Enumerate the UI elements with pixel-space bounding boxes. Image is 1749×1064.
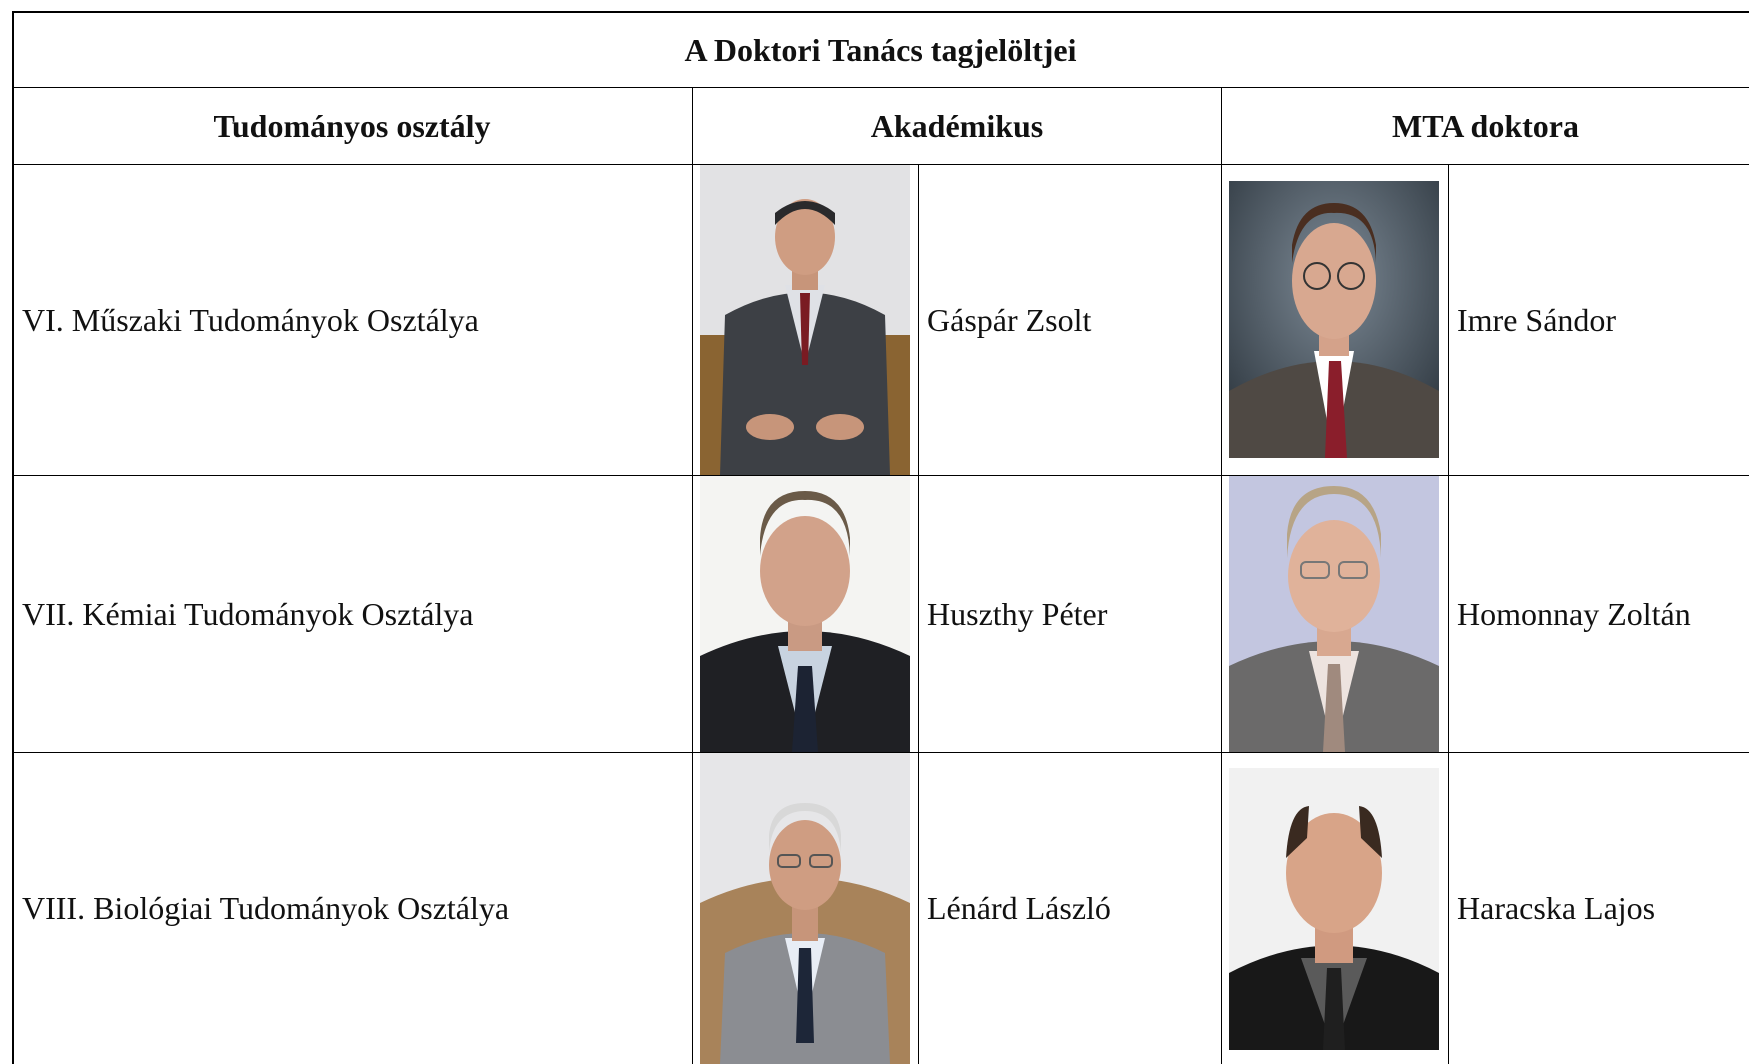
row-3-department: VIII. Biológiai Tudományok Osztálya [22,890,510,926]
rule-col-3 [1221,87,1222,1064]
rule-under-headers [12,164,1749,165]
candidates-table [12,11,1749,1064]
row-2-department: VII. Kémiai Tudományok Osztálya [22,595,474,632]
rule-col-2 [918,164,919,1064]
row-2-doctor-name: Homonnay Zoltán [1457,595,1691,632]
doctor-photo-1 [1229,181,1439,458]
rule-under-row-2 [12,752,1749,753]
row-3-academician-name: Lénárd László [927,890,1111,926]
doctor-photo-2 [1229,476,1439,752]
doctor-photo-3 [1229,768,1439,1050]
row-1-doctor-name: Imre Sándor [1457,301,1617,338]
rule-under-row-1 [12,475,1749,476]
row-2-academician-name: Huszthy Péter [927,595,1108,632]
rule-under-title [12,87,1749,88]
rule-col-1 [692,87,693,1064]
row-3-doctor-name: Haracska Lajos [1457,890,1656,926]
academician-photo-2 [700,476,910,752]
header-academician: Akadémikus [870,107,1044,144]
row-1-academician-name: Gáspár Zsolt [927,301,1092,338]
academician-photo-1 [700,165,910,475]
header-department: Tudományos osztály [213,107,491,144]
academician-photo-3 [700,753,910,1064]
rule-col-4 [1448,164,1449,1064]
table-title: A Doktori Tanács tagjelöltjei [684,31,1077,68]
row-1-department: VI. Műszaki Tudományok Osztálya [22,301,479,338]
header-doctor: MTA doktora [1392,107,1579,144]
